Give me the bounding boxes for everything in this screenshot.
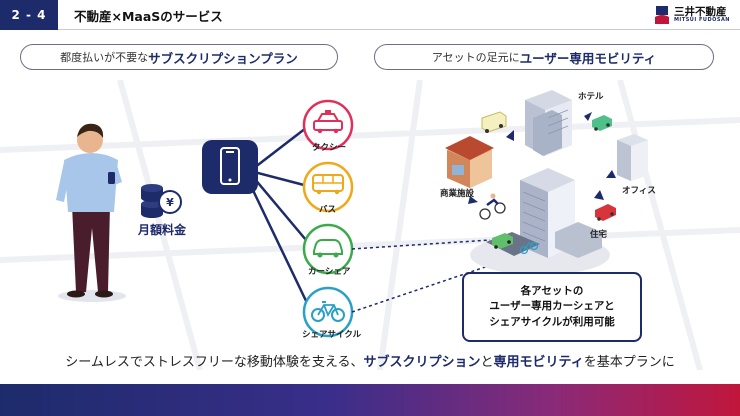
company-logo: 三井不動産 MITSUI FUDOSAN — [654, 4, 730, 26]
bus-vehicle-icon — [481, 111, 507, 133]
summary-part-1: シームレスでストレスフリーな移動体験を支える、 — [65, 355, 364, 370]
mitsui-logo-icon — [654, 6, 669, 24]
monthly-fee-label: 月額料金 — [138, 223, 187, 237]
callout-line-3: シェアサイクルが利用可能 — [489, 315, 615, 328]
summary-highlight-1: サブスクリプション — [363, 355, 481, 370]
slide-header: 2 - 4 不動産×MaaSのサービス 三井不動産 MITSUI FUDOSAN — [0, 0, 740, 30]
smartphone-icon — [202, 140, 258, 194]
car-share-label: カーシェア — [308, 267, 351, 277]
summary-part-3: を基本プランに — [583, 355, 675, 370]
hotel-label: ホテル — [578, 92, 604, 102]
header-divider — [58, 29, 740, 30]
residential-tower-icon — [470, 168, 610, 275]
summary-part-2: と — [480, 355, 494, 370]
pill-left-prefix: 都度払いが不要な — [60, 51, 149, 64]
logo-japanese: 三井不動産 — [673, 5, 727, 18]
dotted-connectors — [351, 239, 501, 313]
taxi-icon — [302, 99, 354, 151]
pill-right-prefix: アセットの足元に — [431, 51, 520, 64]
pill-right-emphasis: ユーザー専用モビリティ — [519, 50, 657, 66]
bus-label: バス — [319, 205, 337, 215]
commercial-label: 商業施設 — [440, 189, 475, 199]
map-background — [0, 80, 740, 370]
parking-area-icon — [486, 232, 540, 256]
page-number: 2 - 4 — [0, 0, 58, 30]
summary-text: シームレスでストレスフリーな移動体験を支える、サブスクリプションと専用モビリティ… — [0, 351, 740, 370]
svg-text:¥: ¥ — [166, 196, 174, 209]
person-illustration — [56, 123, 126, 302]
summary-highlight-2: 専用モビリティ — [493, 355, 584, 370]
mobility-illustration: ¥ — [0, 80, 740, 370]
logo-english: MITSUI FUDOSAN — [673, 17, 730, 24]
cyclist-icon — [479, 193, 506, 220]
red-car-icon — [595, 204, 616, 221]
green-car-icon — [592, 115, 612, 131]
pill-left-emphasis: サブスクリプションプラン — [148, 50, 298, 66]
subscription-plan-pill: 都度払いが不要なサブスクリプションプラン — [20, 44, 338, 70]
share-cycle-icon — [302, 286, 354, 338]
residence-label: 住宅 — [590, 230, 608, 240]
taxi-label: タクシー — [312, 143, 347, 153]
hotel-building-icon — [525, 90, 572, 156]
callout-line-1: 各アセットの — [520, 285, 584, 298]
bus-icon — [302, 161, 354, 213]
commercial-building-icon — [445, 136, 494, 188]
yen-coins-icon: ¥ — [141, 184, 182, 218]
slide-title: 不動産×MaaSのサービス — [74, 8, 223, 24]
footer-gradient-bar — [0, 384, 740, 416]
callout-line-2: ユーザー専用カーシェアと — [489, 300, 615, 313]
cycle-arrows — [468, 112, 616, 204]
dedicated-mobility-pill: アセットの足元にユーザー専用モビリティ — [374, 44, 714, 70]
share-cycle-label: シェアサイクル — [302, 330, 362, 340]
office-building-icon — [617, 134, 648, 181]
office-label: オフィス — [622, 186, 656, 196]
callout-box: 各アセットの ユーザー専用カーシェアと シェアサイクルが利用可能 — [462, 272, 642, 342]
phone-connectors — [248, 127, 310, 306]
city-illustration — [445, 90, 648, 275]
